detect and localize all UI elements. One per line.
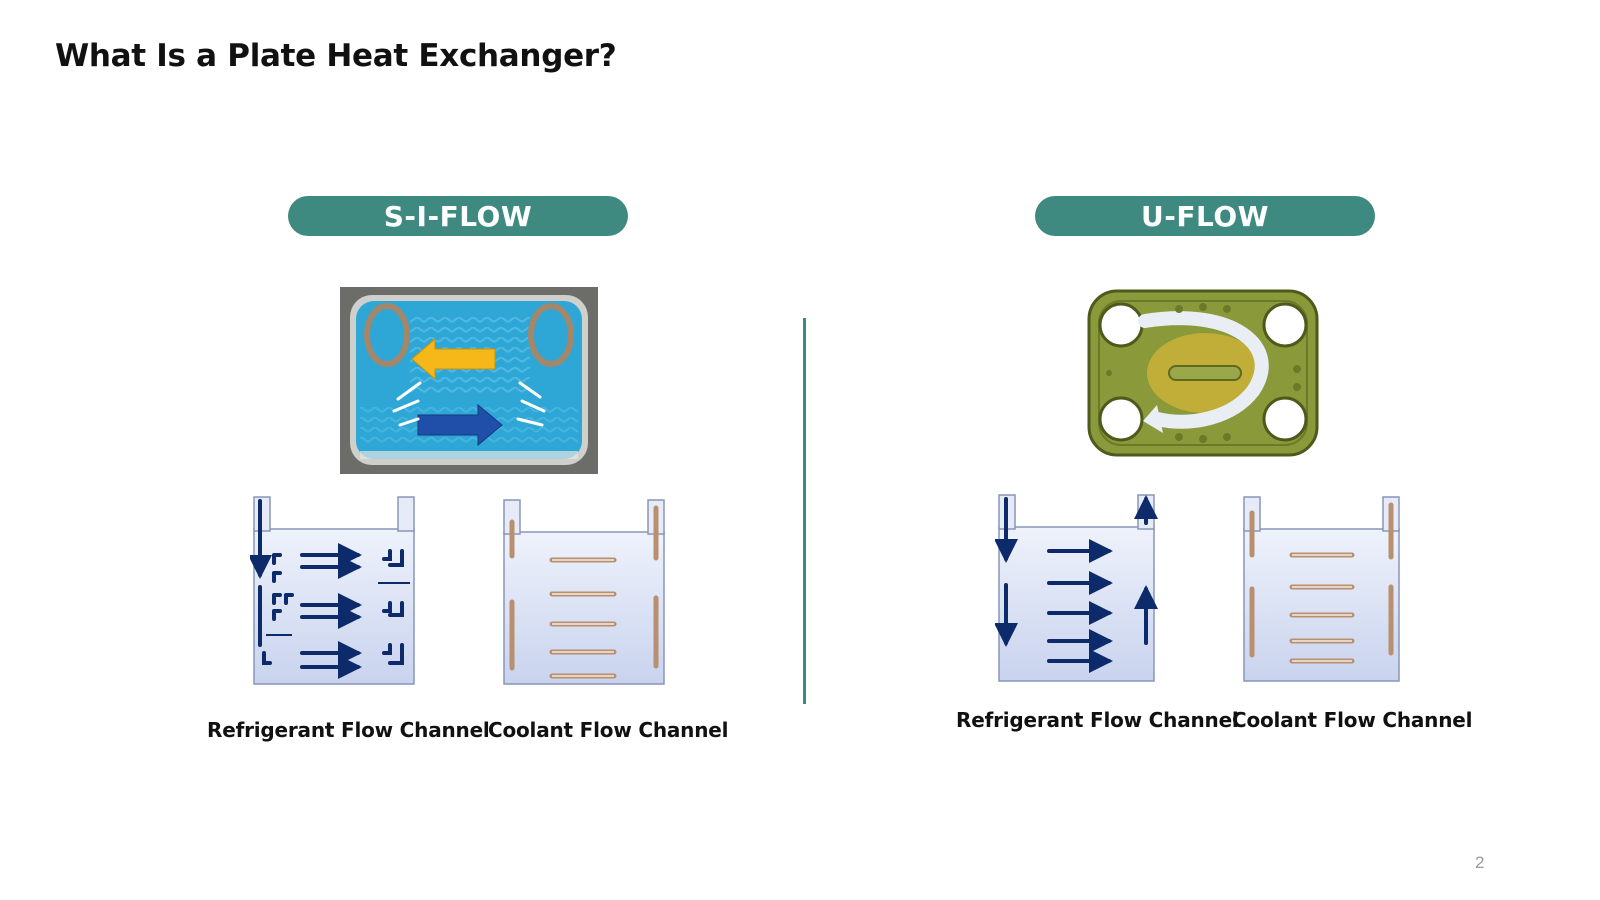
s-i-flow-label: S-I-FLOW <box>288 196 628 236</box>
s-i-coolant-caption: Coolant Flow Channel <box>488 718 729 742</box>
u-coolant-channel-diagram <box>1243 496 1400 682</box>
s-i-refrigerant-caption: Refrigerant Flow Channel <box>207 718 490 742</box>
u-flow-plate-image <box>1087 289 1319 457</box>
u-refrigerant-caption: Refrigerant Flow Channel <box>956 708 1239 732</box>
u-refrigerant-channel-diagram <box>995 494 1158 682</box>
s-i-coolant-channel-diagram <box>503 499 665 685</box>
slide-title: What Is a Plate Heat Exchanger? <box>55 38 617 74</box>
s-i-refrigerant-channel-diagram <box>250 496 415 685</box>
s-i-flow-plate-image <box>340 287 598 474</box>
page-number: 2 <box>1475 853 1485 872</box>
u-coolant-caption: Coolant Flow Channel <box>1232 708 1473 732</box>
u-flow-label: U-FLOW <box>1035 196 1375 236</box>
panel-divider <box>803 318 806 704</box>
